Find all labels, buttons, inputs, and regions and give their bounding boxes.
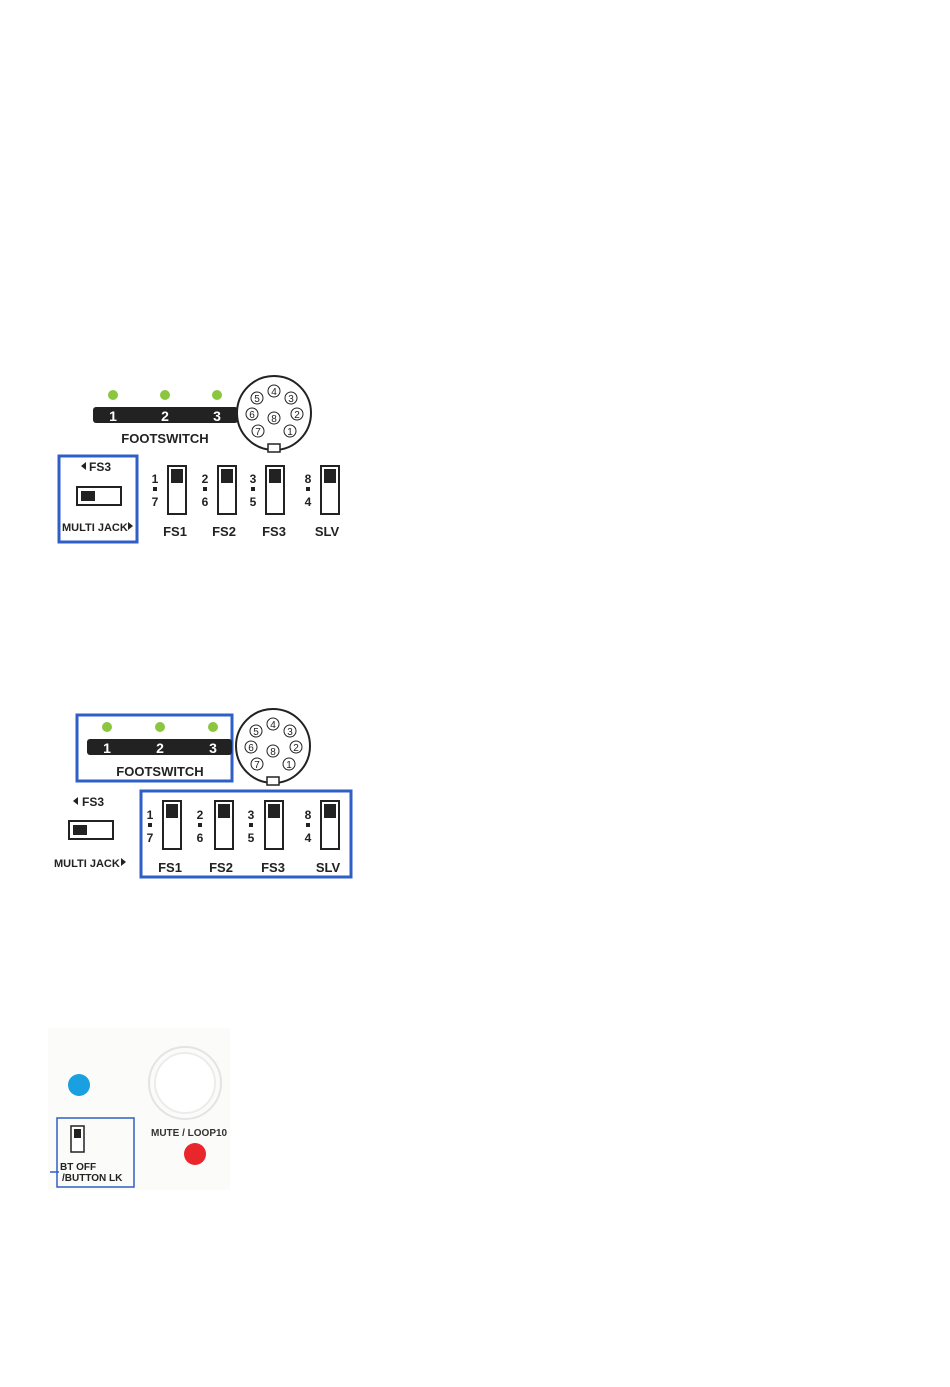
pin-7: 7	[255, 427, 261, 438]
arrow-left-icon	[73, 797, 78, 805]
pin-3: 3	[287, 727, 293, 738]
mute-loop10-label: MUTE / LOOP10	[151, 1128, 228, 1139]
footswitch-number-2: 2	[161, 408, 169, 424]
pin-2: 2	[294, 410, 300, 421]
dip-switch-fs1[interactable]: 1 7 FS1	[152, 466, 187, 539]
dip-fs1-bottom-number: 7	[152, 495, 159, 509]
dip-fs2-top-number: 2	[197, 808, 204, 822]
panel-bt-mute: MUTE / LOOP10 BT OFF /BUTTON LK	[45, 1025, 235, 1195]
pin-5: 5	[254, 394, 260, 405]
pin-2: 2	[293, 743, 299, 754]
dip-fs3-bottom-number: 5	[250, 495, 257, 509]
footswitch-number-1: 1	[103, 740, 111, 756]
dip-switch-fs1[interactable]: 1 7 FS1	[147, 801, 182, 875]
pin-4: 4	[270, 720, 276, 731]
dip-switch-fs2[interactable]: 2 6 FS2	[202, 466, 236, 539]
pin-4: 4	[271, 387, 277, 398]
dip-slv-top-number: 8	[305, 472, 312, 486]
footswitch-number-1: 1	[109, 408, 117, 424]
dip-fs2-bottom-number: 6	[197, 831, 204, 845]
dip-fs1-label: FS1	[158, 860, 182, 875]
pin-8: 8	[271, 414, 277, 425]
footswitch-number-3: 3	[209, 740, 217, 756]
dip-fs2-top-number: 2	[202, 472, 209, 486]
dip-fs2-label: FS2	[209, 860, 233, 875]
footswitch-number-2: 2	[156, 740, 164, 756]
panel-multi-jack: 1 2 3 FOOTSWITCH 4 5 3 6 8 2 7 1 FS3	[45, 370, 365, 555]
bt-off-label-line1: BT OFF	[60, 1162, 96, 1173]
multi-jack-label: MULTI JACK	[62, 522, 128, 534]
dip-switch-fs3[interactable]: 3 5 FS3	[250, 466, 286, 539]
dip-switch-fs3[interactable]: 3 5 FS3	[248, 801, 285, 875]
arrow-right-icon	[128, 522, 133, 530]
arrow-left-icon	[81, 462, 86, 470]
dip-slv-label: SLV	[316, 860, 341, 875]
footswitch-led-2	[160, 390, 170, 400]
dip-fs1-top-number: 1	[147, 808, 154, 822]
fs3-multi-jack-switch[interactable]	[69, 821, 113, 839]
pin-6: 6	[249, 410, 255, 421]
dip-fs3-label: FS3	[262, 524, 286, 539]
footswitch-led-2	[155, 722, 165, 732]
dip-fs3-label: FS3	[261, 860, 285, 875]
pin-1: 1	[287, 427, 293, 438]
footswitch-number-3: 3	[213, 408, 221, 424]
bluetooth-led	[68, 1074, 90, 1096]
pin-6: 6	[248, 743, 254, 754]
dip-fs2-label: FS2	[212, 524, 236, 539]
dip-switch-fs2[interactable]: 2 6 FS2	[197, 801, 233, 875]
dip-fs3-top-number: 3	[250, 472, 257, 486]
dip-slv-top-number: 8	[305, 808, 312, 822]
mute-led	[184, 1143, 206, 1165]
panel-footswitch-dip: 1 2 3 FOOTSWITCH 4 5 3 6 8 2 7 1 FS3	[45, 700, 365, 890]
footswitch-led-3	[208, 722, 218, 732]
dip-slv-bottom-number: 4	[305, 495, 312, 509]
dip-fs2-bottom-number: 6	[202, 495, 209, 509]
arrow-right-icon	[121, 858, 126, 866]
footswitch-label: FOOTSWITCH	[116, 764, 203, 779]
footswitch-led-1	[102, 722, 112, 732]
dip-slv-bottom-number: 4	[305, 831, 312, 845]
fs3-selector-label: FS3	[82, 795, 104, 809]
dip-switch-slv[interactable]: 8 4 SLV	[305, 466, 340, 539]
pin-3: 3	[288, 394, 294, 405]
mute-loop10-jack[interactable]	[149, 1047, 221, 1119]
dip-fs3-bottom-number: 5	[248, 831, 255, 845]
footswitch-led-3	[212, 390, 222, 400]
dip-fs1-bottom-number: 7	[147, 831, 154, 845]
footswitch-label: FOOTSWITCH	[121, 431, 208, 446]
fs3-multi-jack-switch[interactable]	[77, 487, 121, 505]
pin-1: 1	[286, 760, 292, 771]
pin-7: 7	[254, 760, 260, 771]
pin-5: 5	[253, 727, 259, 738]
multi-jack-connector: 4 5 3 6 8 2 7 1	[237, 376, 311, 452]
dip-switch-slv[interactable]: 8 4 SLV	[305, 801, 341, 875]
fs3-selector-label: FS3	[89, 460, 111, 474]
pin-8: 8	[270, 747, 276, 758]
dip-fs1-top-number: 1	[152, 472, 159, 486]
dip-slv-label: SLV	[315, 524, 340, 539]
bt-off-switch[interactable]	[71, 1126, 84, 1152]
multi-jack-connector: 4 5 3 6 8 2 7 1	[236, 709, 310, 785]
dip-fs3-top-number: 3	[248, 808, 255, 822]
multi-jack-label: MULTI JACK	[54, 858, 120, 870]
footswitch-led-1	[108, 390, 118, 400]
bt-off-label-line2: /BUTTON LK	[62, 1173, 123, 1184]
dip-fs1-label: FS1	[163, 524, 187, 539]
